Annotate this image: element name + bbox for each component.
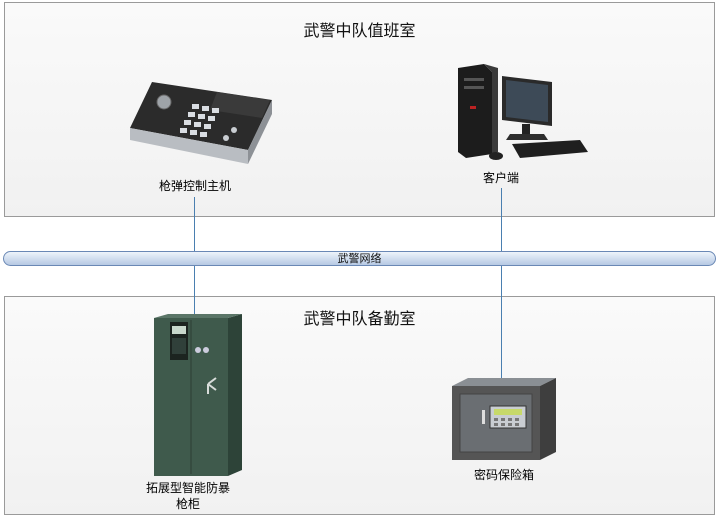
client-label: 客户端: [482, 171, 519, 185]
desktop-computer-icon: [448, 62, 590, 164]
link-gun-cabinet: [194, 264, 195, 320]
link-client: [501, 188, 502, 253]
duty-room-zone: 武警中队值班室: [4, 2, 715, 217]
link-safe: [501, 264, 502, 378]
duty-room-title: 武警中队值班室: [303, 21, 416, 40]
standby-room-title: 武警中队备勤室: [303, 309, 416, 328]
safe-label: 密码保险箱: [473, 468, 534, 482]
safe-box-icon: [448, 376, 560, 462]
gun-cabinet-label-line2: 枪柜: [175, 497, 200, 511]
gun-cabinet-label-line1: 拓展型智能防暴: [145, 481, 230, 495]
network-bus: 武警网络: [3, 251, 716, 266]
standby-room-zone: 武警中队备勤室: [4, 296, 715, 515]
control-panel-icon: [122, 78, 282, 170]
gun-cabinet-label: 拓展型智能防暴 枪柜: [118, 480, 258, 512]
gun-cabinet-icon: [150, 312, 246, 478]
network-label: 武警网络: [337, 252, 382, 265]
link-control-host: [194, 197, 195, 253]
control-host-label: 枪弹控制主机: [158, 179, 231, 193]
